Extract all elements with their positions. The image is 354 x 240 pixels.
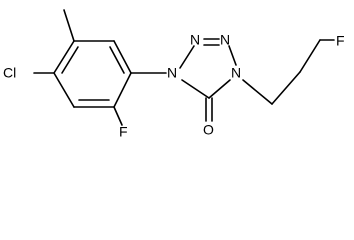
molecule-structure-diagram: Cl F N N N N O F [3,9,345,140]
atom-oxygen: O [203,122,214,138]
bond-n4-c5 [208,79,231,99]
bond-ch2-ch2f [299,39,321,73]
bond-c5-n1 [181,79,210,99]
bond-c-f-aryl [113,106,123,126]
bond-ring-c3-c4 [53,40,75,74]
bond-ring-c3-c4-inner [61,46,79,74]
bond-methyl [63,9,75,42]
atom-nitrogen-top-right: N [220,32,230,48]
benzene-ring [53,40,132,108]
bond-n-ch2 [242,79,273,105]
bond-ch2-ch2 [271,71,301,105]
atom-nitrogen-alkyl: N [231,65,241,81]
atom-nitrogen-aryl: N [167,65,177,81]
fluoropropyl-chain [242,39,335,105]
tetrazolone-ring [179,38,237,122]
atom-fluorine-aryl: F [119,124,128,140]
bond-ring-c1-c2 [113,40,132,74]
bond-n3-n4 [228,45,237,66]
bond-ring-c6-c1 [113,72,132,108]
atom-chlorine: Cl [3,65,16,81]
bond-ring-c1-c2-inner [109,46,125,74]
atom-nitrogen-top-left: N [190,32,200,48]
bond-ring-c4-c5 [53,72,75,108]
bond-n1-n2 [179,45,195,69]
atom-fluorine-chain: F [336,33,345,49]
